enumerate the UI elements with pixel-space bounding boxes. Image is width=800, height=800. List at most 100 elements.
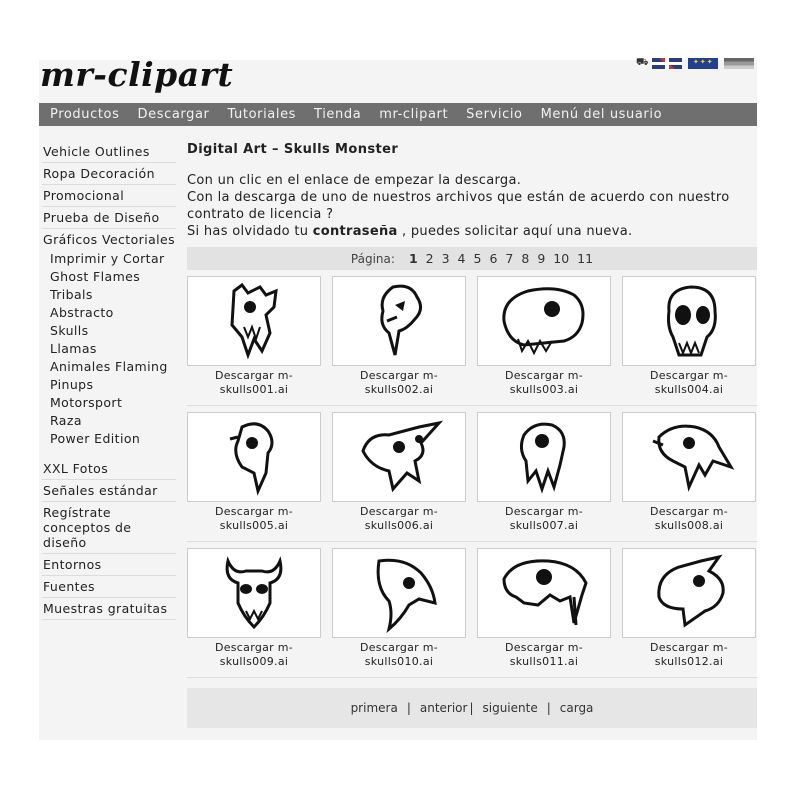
clipart-grid: Descargar m-skulls001.ai Descargar m-sku… (187, 270, 757, 678)
de-flag-icon[interactable] (724, 58, 754, 69)
site-logo[interactable]: mr-clipart (40, 55, 234, 94)
pagination-footer: primera | anterior | siguiente | carga (187, 688, 757, 728)
intro-line-1: Con un clic en el enlace de empezar la d… (187, 173, 522, 188)
page-10-link[interactable]: 10 (553, 251, 570, 266)
sidebar-sub-abstracto[interactable]: Abstracto (50, 305, 114, 320)
skull-thumbnail[interactable] (332, 548, 466, 638)
load-link[interactable]: carga (559, 701, 594, 715)
nav-descargar[interactable]: Descargar (137, 107, 210, 122)
download-link[interactable]: Descargar m-skulls002.ai (359, 369, 439, 396)
sidebar-item-fuentes[interactable]: Fuentes (42, 576, 176, 598)
sidebar-sub-tribals[interactable]: Tribals (50, 287, 93, 302)
separator: | (469, 701, 474, 715)
password-link[interactable]: contraseña (312, 224, 398, 239)
sidebar-item-promocional[interactable]: Promocional (42, 185, 176, 207)
sidebar-sub-imprimir-cortar[interactable]: Imprimir y Cortar (50, 251, 165, 266)
sidebar-item-muestras-gratuitas[interactable]: Muestras gratuitas (42, 598, 176, 620)
sidebar-sub-skulls[interactable]: Skulls (50, 323, 89, 338)
language-selector: ⛟ (636, 58, 754, 70)
sidebar-item-prueba-diseno[interactable]: Prueba de Diseño (42, 207, 176, 229)
nav-tutoriales[interactable]: Tutoriales (227, 107, 297, 122)
download-link[interactable]: Descargar m-skulls012.ai (649, 641, 729, 668)
grid-item: Descargar m-skulls001.ai (187, 276, 321, 405)
skull-thumbnail[interactable] (477, 276, 611, 366)
page-11-link[interactable]: 11 (577, 251, 594, 266)
download-link[interactable]: Descargar m-skulls005.ai (214, 505, 294, 532)
intro-line-3-post: , puedes solicitar aquí una nueva. (397, 224, 633, 239)
grid-item: Descargar m-skulls008.ai (622, 412, 756, 541)
download-link[interactable]: Descargar m-skulls010.ai (359, 641, 439, 668)
pagination-label: Página: (350, 251, 395, 266)
sidebar-item-ropa-decoracion[interactable]: Ropa Decoración (42, 163, 176, 185)
grid-item: Descargar m-skulls002.ai (332, 276, 466, 405)
cart-icon[interactable]: ⛟ (636, 57, 649, 68)
download-link[interactable]: Descargar m-skulls011.ai (504, 641, 584, 668)
skull-thumbnail[interactable] (332, 412, 466, 502)
download-link[interactable]: Descargar m-skulls009.ai (214, 641, 294, 668)
download-link[interactable]: Descargar m-skulls001.ai (214, 369, 294, 396)
nav-menu-usuario[interactable]: Menú del usuario (540, 107, 663, 122)
skull-icon (519, 422, 566, 494)
download-link[interactable]: Descargar m-skulls004.ai (649, 369, 729, 396)
nav-tienda[interactable]: Tienda (314, 107, 362, 122)
skull-thumbnail[interactable] (332, 276, 466, 366)
intro-line-3-pre: Si has olvidado tu (187, 224, 313, 239)
skull-thumbnail[interactable] (187, 276, 321, 366)
skull-thumbnail[interactable] (622, 276, 756, 366)
skull-icon (502, 559, 588, 626)
nav-servicio[interactable]: Servicio (466, 107, 523, 122)
uk-flag-icon[interactable] (652, 58, 682, 69)
main-content: Digital Art – Skulls Monster Con un clic… (187, 138, 757, 728)
eu-flag-icon[interactable] (688, 58, 718, 69)
grid-item: Descargar m-skulls004.ai (622, 276, 756, 405)
sidebar-sub-llamas[interactable]: Llamas (50, 341, 97, 356)
page-6-link[interactable]: 6 (489, 251, 498, 266)
skull-thumbnail[interactable] (187, 548, 321, 638)
intro-line-2: Con la descarga de uno de nuestros archi… (187, 190, 730, 222)
skull-thumbnail[interactable] (187, 412, 321, 502)
skull-thumbnail[interactable] (622, 548, 756, 638)
sidebar-sub-raza[interactable]: Raza (50, 413, 82, 428)
sidebar-sub-motorsport[interactable]: Motorsport (50, 395, 123, 410)
sidebar-sub-animales-flaming[interactable]: Animales Flaming (50, 359, 168, 374)
page-7-link[interactable]: 7 (505, 251, 514, 266)
sidebar-item-vehicle-outlines[interactable]: Vehicle Outlines (42, 141, 176, 163)
skull-icon (667, 285, 717, 357)
page-3-link[interactable]: 3 (441, 251, 450, 266)
page-title: Digital Art – Skulls Monster (187, 142, 399, 157)
skull-thumbnail[interactable] (477, 548, 611, 638)
grid-item: Descargar m-skulls007.ai (477, 412, 611, 541)
page-8-link[interactable]: 8 (521, 251, 530, 266)
prev-page-link[interactable]: anterior (419, 701, 468, 715)
separator: | (546, 701, 551, 715)
page-4-link[interactable]: 4 (457, 251, 466, 266)
skull-icon (652, 424, 735, 492)
first-page-link[interactable]: primera (350, 701, 398, 715)
nav-productos[interactable]: Productos (50, 107, 120, 122)
sidebar-item-xxl-fotos[interactable]: XXL Fotos (42, 458, 176, 480)
separator: | (406, 701, 411, 715)
page-9-link[interactable]: 9 (537, 251, 546, 266)
skull-icon (376, 558, 437, 633)
next-page-link[interactable]: siguiente (482, 701, 538, 715)
page-5-link[interactable]: 5 (473, 251, 482, 266)
download-link[interactable]: Descargar m-skulls003.ai (504, 369, 584, 396)
skull-thumbnail[interactable] (622, 412, 756, 502)
download-link[interactable]: Descargar m-skulls007.ai (504, 505, 584, 532)
sidebar-item-registrate-conceptos[interactable]: Regístrate conceptos de diseño (42, 502, 176, 554)
download-link[interactable]: Descargar m-skulls008.ai (649, 505, 729, 532)
sidebar-item-entornos[interactable]: Entornos (42, 554, 176, 576)
skull-icon (229, 422, 274, 496)
grid-item: Descargar m-skulls011.ai (477, 548, 611, 677)
page-2-link[interactable]: 2 (425, 251, 434, 266)
sidebar-sub-ghost-flames[interactable]: Ghost Flames (50, 269, 141, 284)
sidebar-item-graficos-vectoriales[interactable]: Gráficos Vectoriales (43, 232, 176, 247)
sidebar-item-senales-estandar[interactable]: Señales estándar (42, 480, 176, 502)
pagination-top: Página: 1 2 3 4 5 6 7 8 9 10 11 (187, 247, 757, 270)
page-1-link[interactable]: 1 (408, 251, 418, 266)
nav-mr-clipart[interactable]: mr-clipart (379, 107, 449, 122)
download-link[interactable]: Descargar m-skulls006.ai (359, 505, 439, 532)
sidebar-sub-power-edition[interactable]: Power Edition (50, 431, 141, 446)
skull-thumbnail[interactable] (477, 412, 611, 502)
sidebar-sub-pinups[interactable]: Pinups (50, 377, 94, 392)
